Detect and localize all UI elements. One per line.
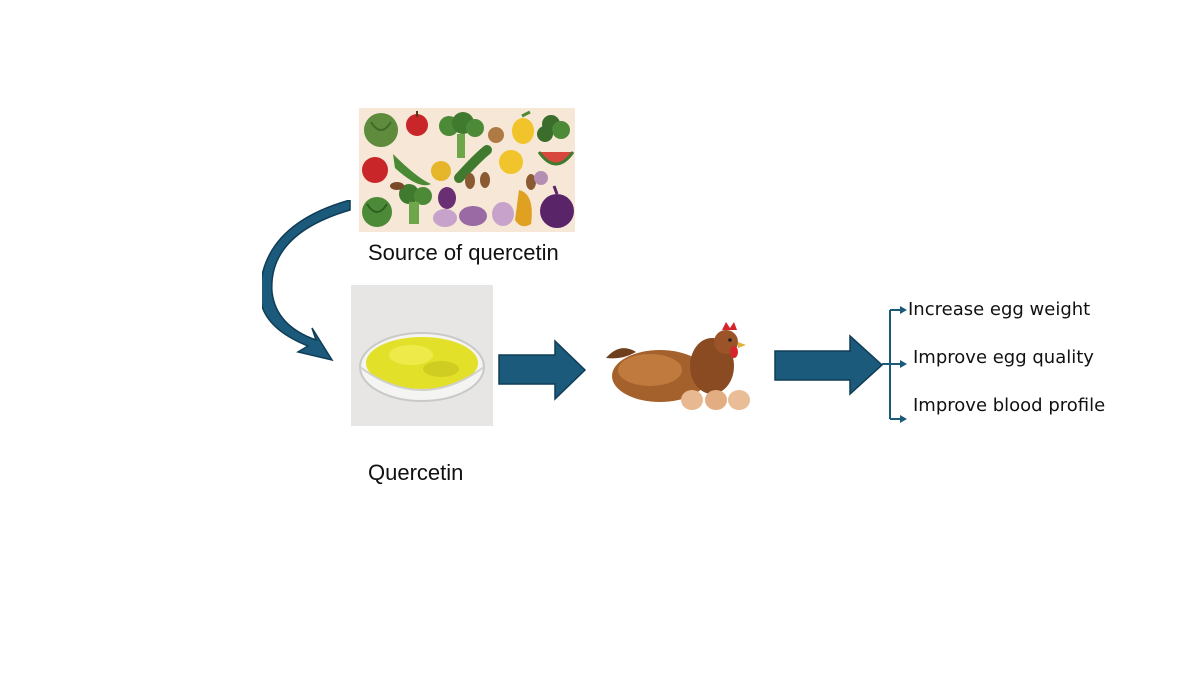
pear-icon <box>499 150 523 174</box>
outcome-improve-blood-profile: Improve blood profile <box>913 395 1106 416</box>
quercetin-powder-image <box>351 285 493 426</box>
arrow-to-hen <box>498 339 587 401</box>
lemon-icon <box>512 110 534 144</box>
red-apple-icon <box>362 157 388 183</box>
lettuce-icon <box>362 197 392 227</box>
broccoli-icon <box>439 112 484 158</box>
cucumber-icon <box>454 145 492 183</box>
outcome-improve-egg-quality: Improve egg quality <box>913 347 1094 368</box>
cabbage-icon <box>364 113 398 147</box>
fruits-vegetables-image <box>359 108 575 232</box>
source-of-quercetin-label: Source of quercetin <box>368 240 559 265</box>
eggplant-icon <box>438 187 456 209</box>
broccoli-2-icon <box>399 184 432 224</box>
purple-onion-icon <box>540 185 574 228</box>
garlic-icon <box>433 202 514 227</box>
kale-icon <box>537 115 570 142</box>
watermelon-icon <box>537 151 575 166</box>
onion-icon <box>488 127 504 143</box>
quercetin-label: Quercetin <box>368 460 464 485</box>
pepper-icon <box>393 154 431 186</box>
yellow-fruit-icon <box>431 161 451 181</box>
hen-with-eggs-image <box>606 322 750 410</box>
small-onion-icon <box>534 171 548 185</box>
arrow-to-outcomes <box>774 334 884 396</box>
bean-icon <box>390 182 404 190</box>
almond-icon <box>465 172 536 190</box>
apple-icon <box>406 111 428 136</box>
outcome-increase-egg-weight: Increase egg weight <box>908 299 1091 320</box>
outcome-bracket <box>882 306 907 423</box>
squash-icon <box>515 190 532 227</box>
curved-arrow <box>262 200 351 362</box>
